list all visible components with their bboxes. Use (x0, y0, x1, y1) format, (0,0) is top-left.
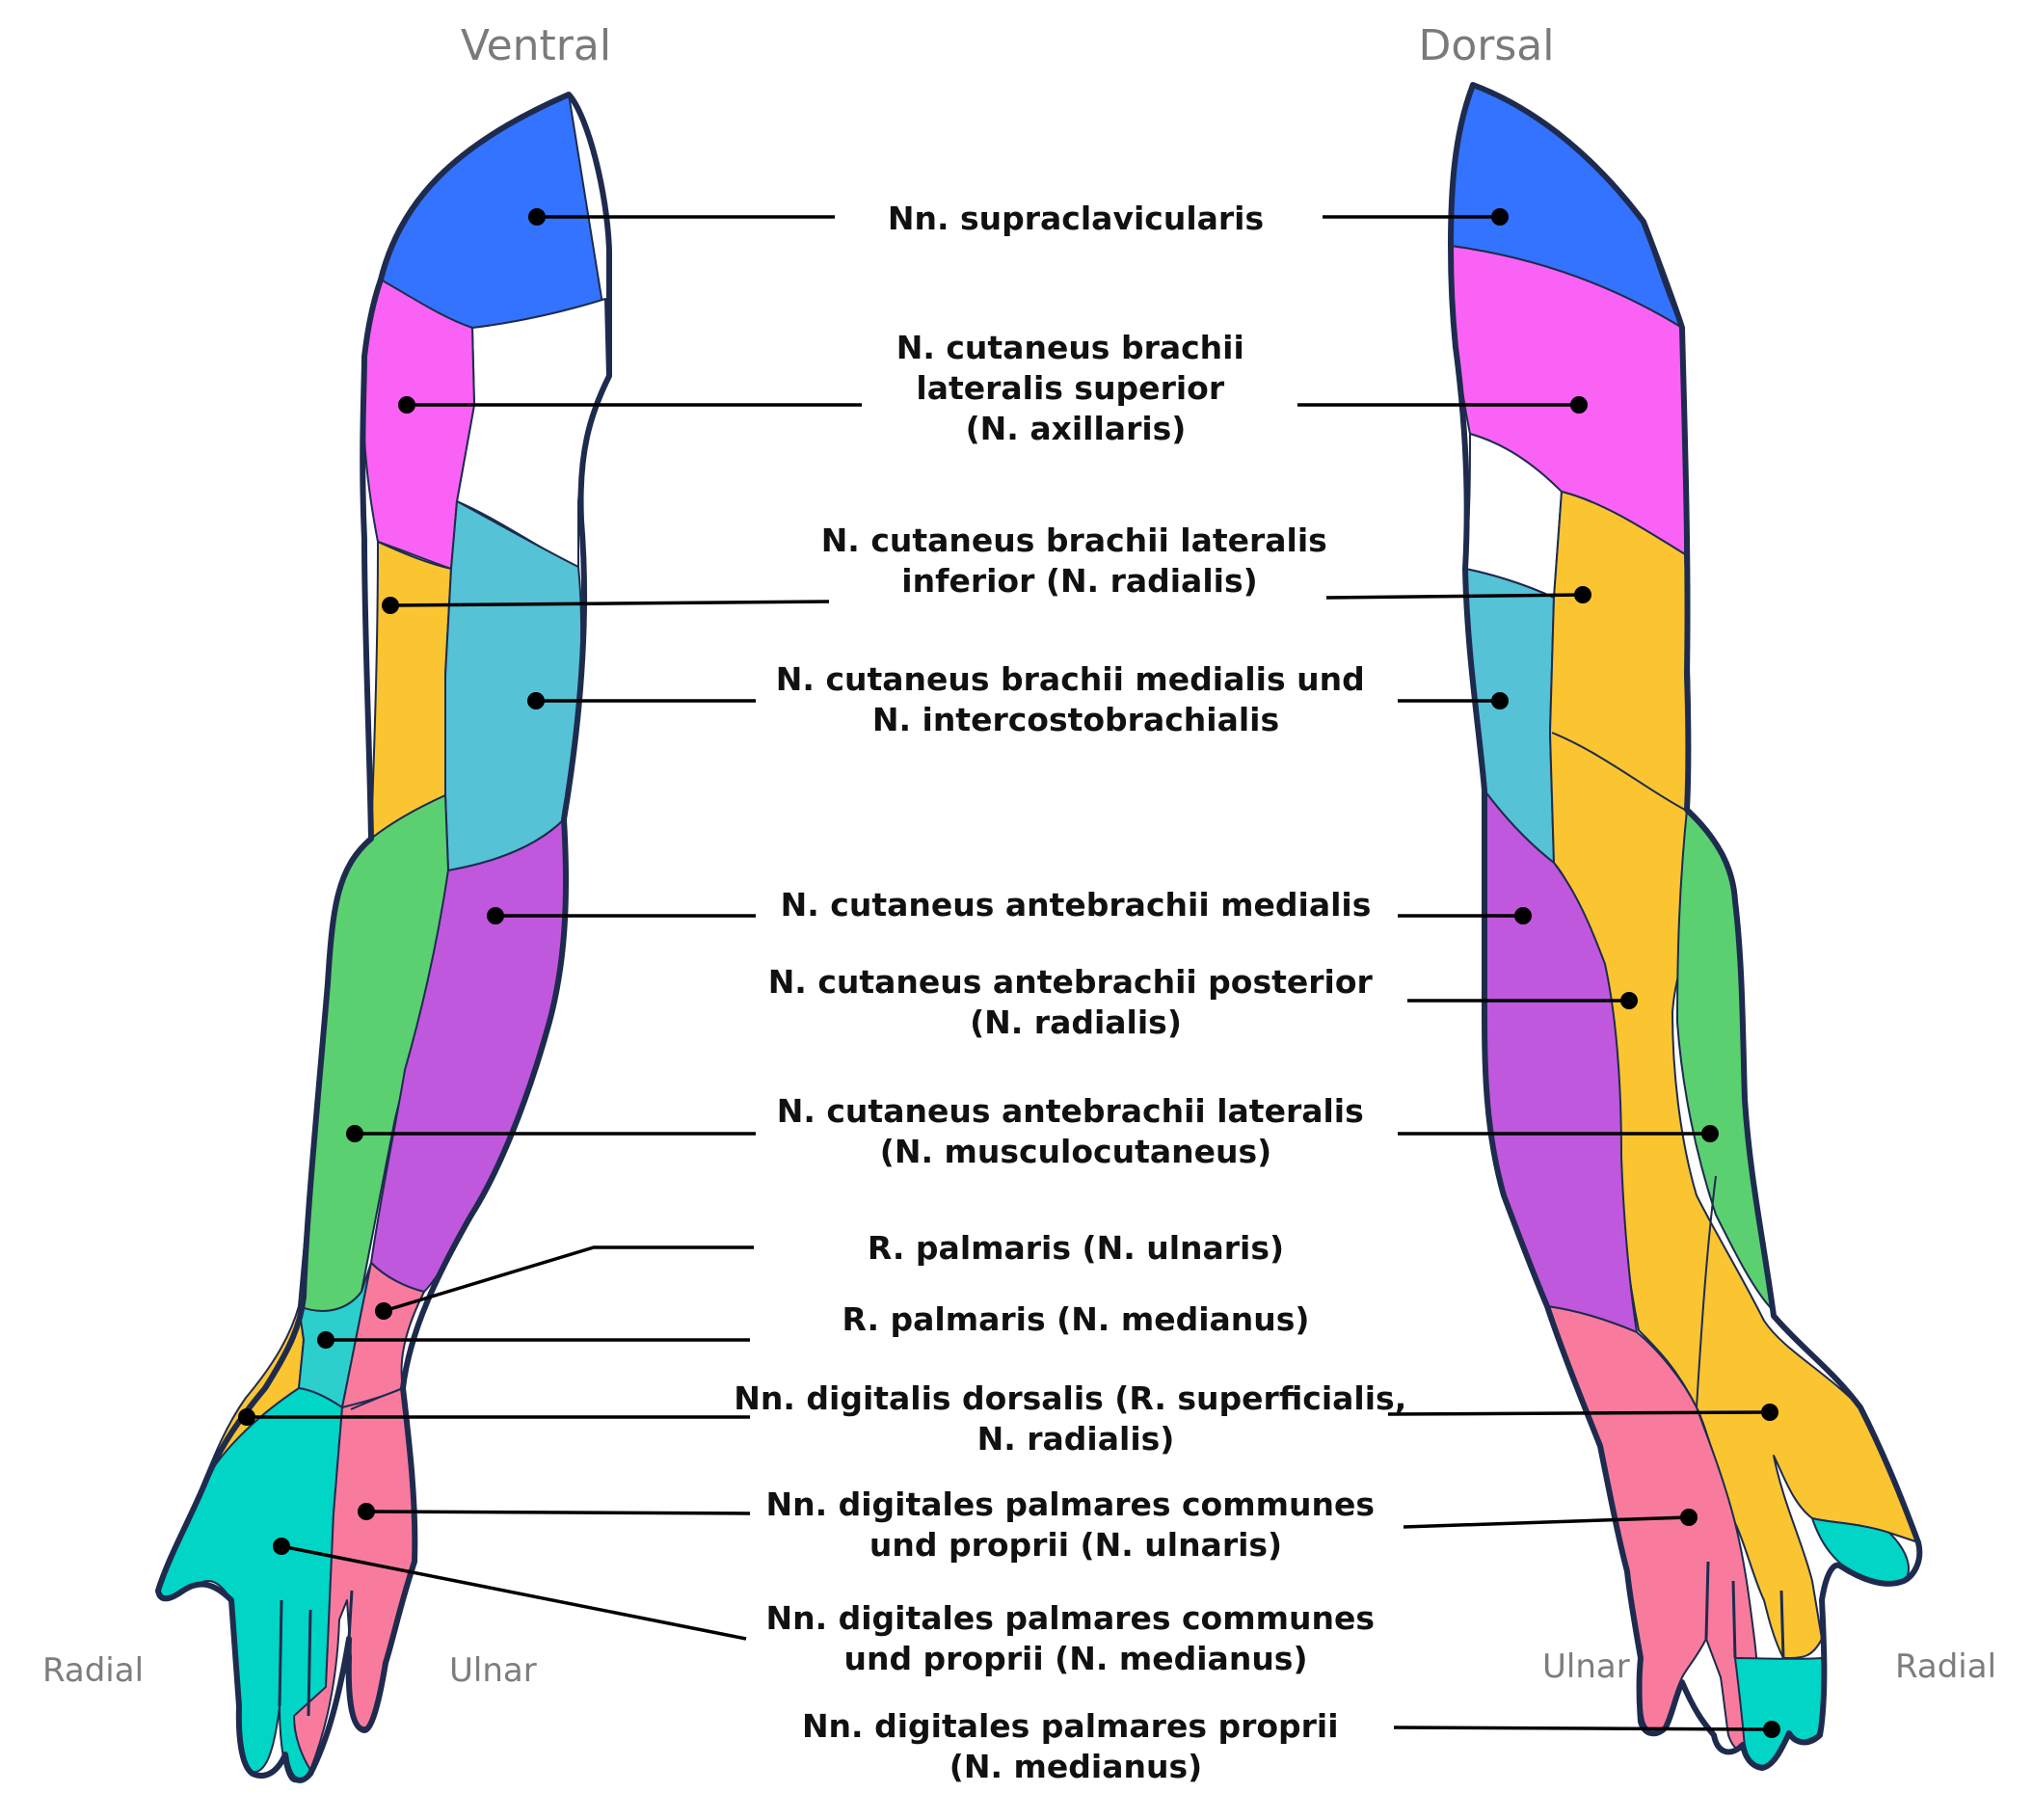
label-line: lateralis superior (916, 369, 1224, 407)
ventral-arm (155, 92, 612, 1783)
label-supraclavicularis-line: Nn. supraclavicularis (888, 200, 1264, 237)
dot-brachii-lat-inf-dorsal (1574, 586, 1591, 603)
label-line: R. palmaris (N. medianus) (842, 1300, 1309, 1338)
ventral-ulnar-label: Ulnar (449, 1651, 537, 1690)
dot-brachii-lat-inf-ventral (382, 597, 399, 614)
dot-digitales-proprii (1763, 1721, 1780, 1738)
label-line: Nn. digitales palmares communes (765, 1599, 1375, 1637)
dot-antebrachii-post-dorsal (1620, 992, 1638, 1009)
leader-brachii-lat-inf-ventral (389, 600, 830, 607)
dorsal-title: Dorsal (1418, 21, 1554, 70)
dot-antebrachii-lat-dorsal (1701, 1125, 1719, 1142)
dot-digitales-medianus (273, 1538, 290, 1555)
ventral-region-supraclavicularis (380, 94, 606, 329)
leader-digitalis-dorsalis-dorsal (1387, 1410, 1771, 1416)
label-line: (N. radialis) (970, 1004, 1182, 1041)
dot-brachii-med-dorsal (1491, 692, 1509, 709)
label-brachii-lat-inf: N. cutaneus brachii lateralis inferior (… (821, 522, 1339, 600)
ventral-arm-outline (155, 92, 612, 1783)
dot-antebrachii-med-ventral (487, 907, 504, 924)
label-line: Nn. digitalis dorsalis (R. superficialis… (734, 1379, 1406, 1417)
dorsal-arm-outline (1448, 82, 1923, 1771)
label-line: inferior (N. radialis) (901, 562, 1257, 600)
dot-digitales-ulnaris-dorsal (1680, 1509, 1698, 1526)
label-line: N. cutaneus brachii (896, 329, 1244, 366)
label-line: Nn. digitales palmares communes (765, 1485, 1375, 1523)
ventral-region-brachii-lat-inf (370, 541, 452, 840)
label-line: N. intercostobrachialis (872, 701, 1279, 738)
dorsal-radial-label: Radial (1895, 1647, 1996, 1686)
leader-digitales-medianus (281, 1544, 747, 1641)
label-line: N. cutaneus antebrachii lateralis (777, 1092, 1364, 1130)
label-supraclavicularis: Nn. supraclavicularis (888, 200, 1264, 237)
dot-digitales-ulnaris-ventral (358, 1503, 375, 1520)
label-line: (N. axillaris) (966, 410, 1187, 447)
label-line: Nn. digitales palmares proprii (802, 1707, 1339, 1745)
label-line: N. cutaneus antebrachii posterior (768, 963, 1374, 1001)
dot-brachii-med-ventral (527, 692, 545, 709)
label-line: N. cutaneus brachii lateralis (821, 522, 1327, 559)
label-r-palmaris-ulnaris: R. palmaris (N. ulnaris) (868, 1229, 1284, 1267)
dot-r-palmaris-medianus (317, 1331, 334, 1349)
label-brachii-lat-sup: N. cutaneus brachii lateralis superior (… (896, 329, 1256, 447)
label-line: N. cutaneus brachii medialis und (776, 660, 1365, 698)
dot-digitalis-dorsalis-dorsal (1761, 1404, 1778, 1421)
nerve-labels: Nn. supraclavicularis N. cutaneus brachi… (734, 200, 1417, 1785)
label-digitalis-dorsalis: Nn. digitalis dorsalis (R. superficialis… (734, 1379, 1417, 1458)
dot-supraclavicularis-dorsal (1491, 208, 1509, 226)
dot-supraclavicularis-ventral (528, 208, 546, 226)
label-line: (N. medianus) (949, 1748, 1202, 1785)
dorsal-arm (1448, 82, 1923, 1771)
label-line: und proprii (N. ulnaris) (869, 1526, 1282, 1564)
dot-brachii-lat-sup-ventral (398, 396, 415, 414)
label-digitales-proprii: Nn. digitales palmares proprii (N. media… (802, 1707, 1350, 1785)
label-line: N. radialis) (977, 1420, 1175, 1458)
label-line: R. palmaris (N. ulnaris) (868, 1229, 1284, 1267)
leader-brachii-lat-inf-dorsal (1325, 593, 1584, 600)
leader-digitales-proprii (1393, 1726, 1773, 1731)
label-digitales-medianus: Nn. digitales palmares communes und prop… (765, 1599, 1385, 1677)
dot-antebrachii-med-dorsal (1514, 907, 1532, 924)
label-digitales-ulnaris: Nn. digitales palmares communes und prop… (765, 1485, 1385, 1564)
label-antebrachii-post: N. cutaneus antebrachii posterior (N. ra… (768, 963, 1384, 1041)
dot-brachii-lat-sup-dorsal (1570, 396, 1588, 414)
label-antebrachii-lat: N. cutaneus antebrachii lateralis (N. mu… (777, 1092, 1376, 1170)
leader-dots (238, 208, 1780, 1738)
label-line: (N. musculocutaneus) (880, 1133, 1271, 1170)
dot-r-palmaris-ulnaris (375, 1302, 392, 1320)
label-brachii-med: N. cutaneus brachii medialis und N. inte… (776, 660, 1376, 738)
dot-digitalis-dorsalis-ventral (238, 1408, 255, 1426)
dot-antebrachii-lat-ventral (346, 1125, 363, 1142)
dorsal-ulnar-label: Ulnar (1542, 1647, 1630, 1686)
leader-lines (247, 215, 1773, 1731)
leader-r-palmaris-ulnaris (383, 1245, 754, 1313)
leader-digitales-ulnaris-ventral (365, 1510, 751, 1515)
ventral-title: Ventral (461, 21, 611, 70)
label-antebrachii-med: N. cutaneus antebrachii medialis (781, 886, 1372, 923)
label-line: N. cutaneus antebrachii medialis (781, 886, 1372, 923)
label-r-palmaris-medianus: R. palmaris (N. medianus) (842, 1300, 1309, 1338)
label-line: und proprii (N. medianus) (843, 1640, 1307, 1677)
leader-digitales-ulnaris-dorsal (1403, 1515, 1690, 1529)
ventral-radial-label: Radial (42, 1651, 144, 1690)
